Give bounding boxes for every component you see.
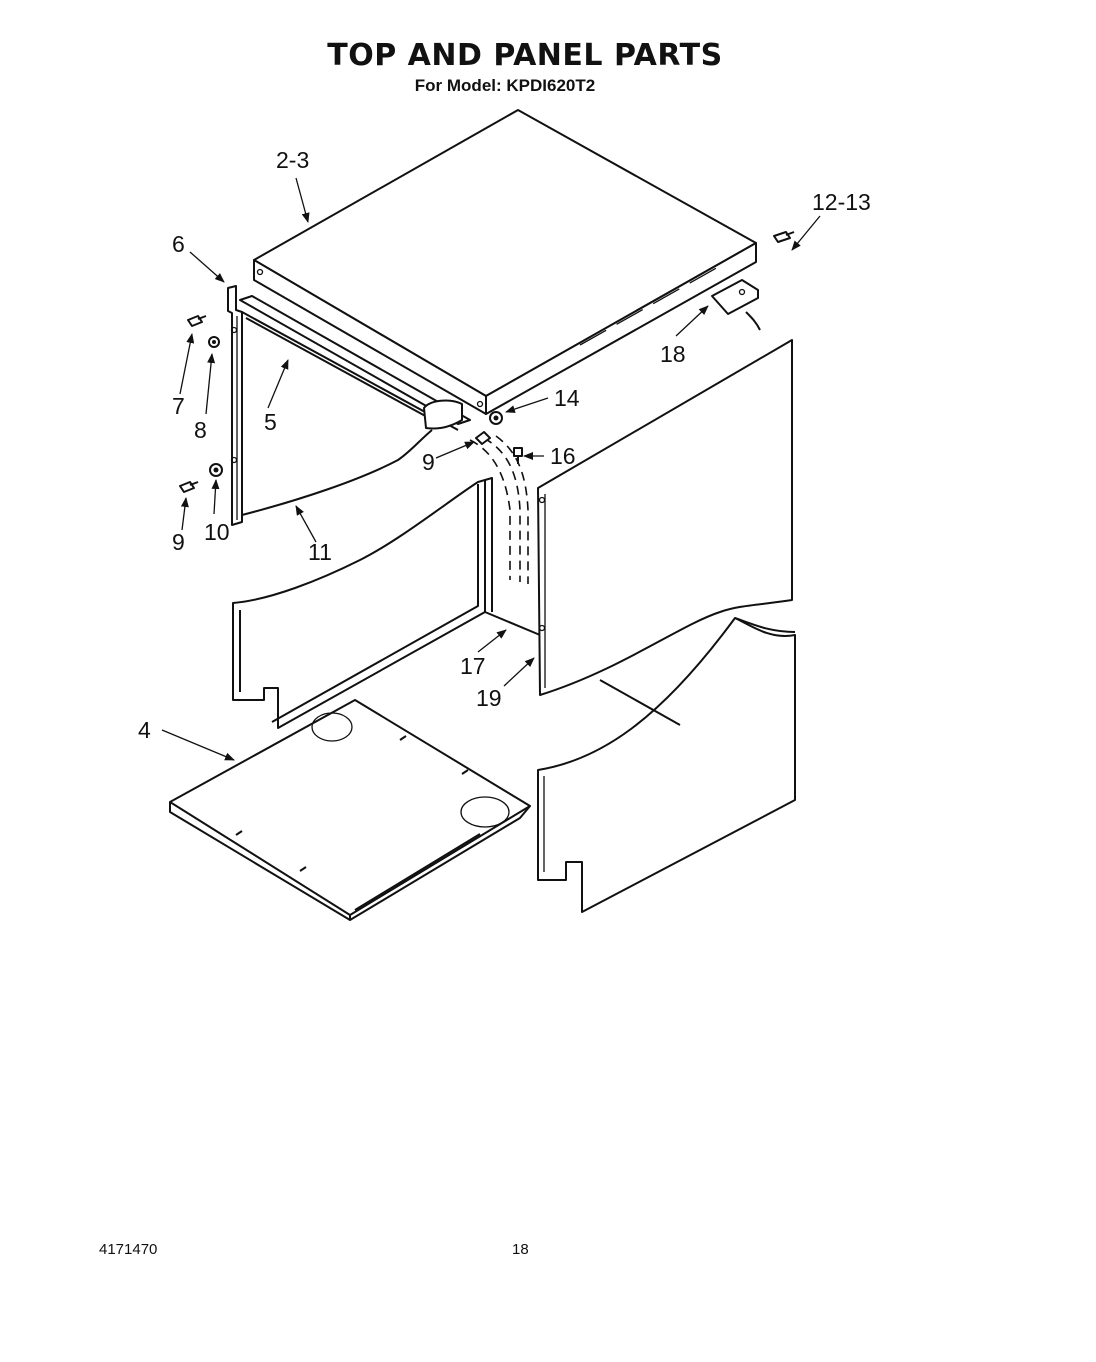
callout-2-3: 2-3: [276, 147, 309, 173]
callout-14: 14: [554, 385, 580, 411]
hidden-lines: [469, 435, 529, 584]
upper-side-panel: [241, 429, 433, 516]
callout-18: 18: [660, 341, 686, 367]
front-channel: [239, 295, 471, 431]
left-side-panel: [232, 477, 541, 729]
callout-labels: 2-3 12-13 6 18 14 7 8 5 9 16 9 10 11 17 …: [138, 147, 871, 743]
bottom-front-panel: [537, 617, 796, 913]
callout-6: 6: [172, 231, 185, 257]
hardware: [179, 231, 795, 493]
callout-8: 8: [194, 417, 207, 443]
page-number: 18: [512, 1241, 529, 1258]
callout-12-13: 12-13: [812, 189, 871, 215]
base-plate: [169, 699, 531, 921]
rear-bracket: [711, 279, 761, 331]
callout-10: 10: [204, 519, 230, 545]
leader-lines: [161, 177, 821, 761]
callout-19: 19: [476, 685, 502, 711]
callout-4: 4: [138, 717, 151, 743]
callout-16: 16: [550, 443, 576, 469]
callout-7: 7: [172, 393, 185, 419]
left-front-rail: [227, 285, 243, 526]
right-side-panel: [537, 339, 796, 726]
page-title: TOP AND PANEL PARTS: [327, 38, 723, 73]
callout-17: 17: [460, 653, 486, 679]
model-subtitle: For Model: KPDI620T2: [414, 76, 596, 95]
callout-9-lower: 9: [172, 529, 185, 555]
callout-11: 11: [308, 539, 332, 565]
top-cover: [253, 109, 757, 415]
callout-9-upper: 9: [422, 449, 435, 475]
document-number: 4171470: [99, 1241, 158, 1258]
callout-5: 5: [264, 409, 277, 435]
